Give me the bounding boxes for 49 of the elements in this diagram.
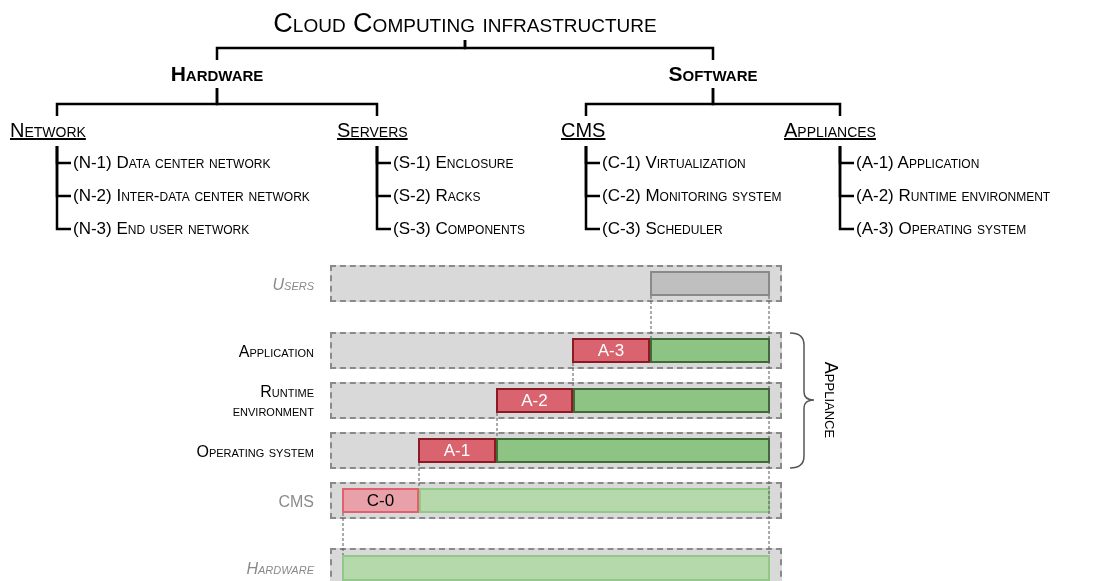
connector-line [463,40,715,60]
item-label: (A-3) Operating system [856,218,1027,240]
item-label: (C-1) Virtualization [602,152,746,174]
tree-root-label: Cloud Computing infrastructure [230,6,700,40]
subcategory-label: Servers [337,116,419,144]
subcategory-label: CMS [561,116,613,144]
connector-line [55,146,71,231]
category-label: Software [633,60,793,88]
item-label: (N-2) Inter-data center network [73,185,310,207]
layer-label: Users [271,274,314,293]
item-label: (S-3) Components [393,218,526,240]
guide-line [496,412,498,439]
layer-bar [650,271,770,296]
item-label: (A-2) Runtime environment [856,185,1051,207]
group-label: Appliance [819,361,841,439]
layer-box: C-0 [342,488,419,513]
item-label: (S-1) Enclosure [393,152,514,174]
subcategory-label: Appliances [784,116,898,144]
guide-line [650,295,652,339]
layer-bar [419,488,770,513]
layer-box: A-1 [418,438,496,463]
item-label: (A-1) Application [856,152,980,174]
connector-line [838,146,854,231]
connector-line [375,146,391,231]
item-label: (S-2) Racks [393,185,481,207]
layer-label: Operating system [195,441,314,460]
layer-label: CMS [277,491,314,510]
guide-line [418,462,420,489]
item-label: (N-1) Data center network [73,152,271,174]
connector-line [215,88,379,116]
layer-bar [650,338,770,363]
guide-line [342,512,344,556]
layer-box: A-2 [496,388,573,413]
layer-box: A-3 [572,338,650,363]
connector-line [711,88,842,116]
layer-label: Hardware [245,558,314,578]
layer-bar [496,438,770,463]
item-label: (C-3) Scheduler [602,218,723,240]
category-label: Hardware [137,60,297,88]
guide-line [572,362,574,389]
layer-bar [342,555,770,581]
item-label: (N-3) End user network [73,218,250,240]
layer-bar [573,388,770,413]
layer-label: Runtime environment [231,381,314,420]
guide-line [768,295,770,556]
item-label: (C-2) Monitoring system [602,185,782,207]
layer-label: Application [237,341,314,360]
connector-line [584,146,600,231]
subcategory-label: Network [10,116,106,144]
